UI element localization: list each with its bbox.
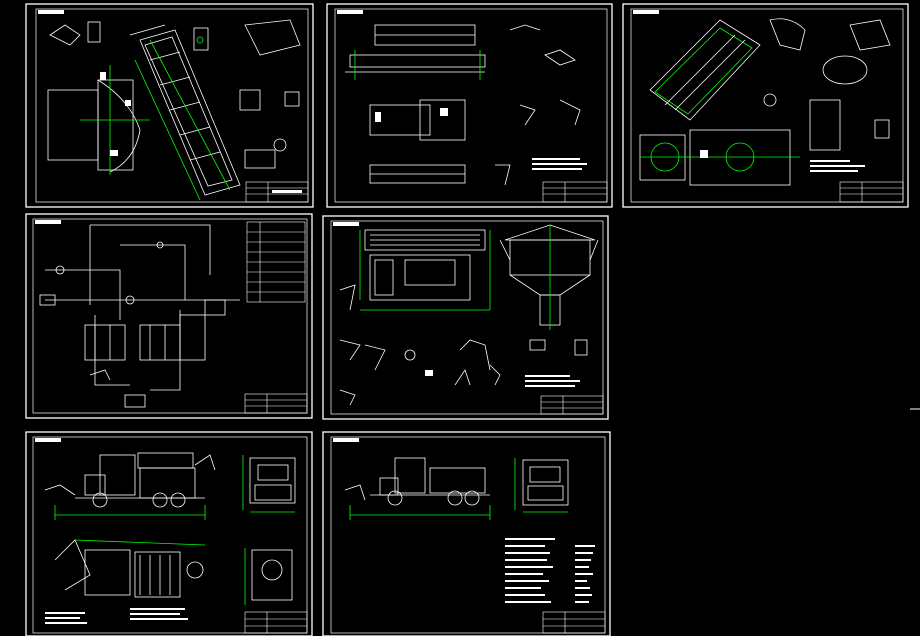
technical-notes	[532, 158, 587, 170]
hydraulic-schematic	[39, 224, 240, 408]
detail-views	[49, 19, 301, 169]
tipper-body-drawing	[129, 24, 241, 201]
technical-notes	[45, 608, 188, 624]
drawing-sheet-6[interactable]	[25, 431, 313, 636]
spreader-front-view	[499, 224, 599, 330]
vehicle-side-drawing	[344, 457, 491, 520]
title-block	[244, 611, 308, 634]
parts-table	[246, 221, 306, 303]
drawing-sheet-5[interactable]	[322, 215, 609, 420]
hopper-mechanism-drawing	[639, 18, 891, 186]
title-block	[244, 393, 308, 414]
hopper-section	[47, 65, 150, 175]
drawing-sheet-4[interactable]	[25, 213, 313, 419]
specifications-table	[505, 538, 595, 603]
vehicle-front-drawing	[514, 458, 569, 513]
title-block	[542, 181, 608, 203]
title-block	[245, 181, 309, 203]
detail-views	[339, 339, 588, 406]
title-block	[540, 395, 604, 415]
drawing-sheet-7[interactable]	[322, 431, 611, 636]
technical-notes	[525, 375, 580, 387]
vehicle-rear-drawing	[244, 548, 293, 605]
vehicle-front-drawing	[242, 455, 296, 513]
frame-drawing	[345, 24, 581, 186]
drawing-sheet-1[interactable]	[25, 3, 314, 208]
technical-notes	[810, 160, 865, 172]
drawing-sheet-2[interactable]	[326, 3, 613, 208]
drawing-sheet-3[interactable]	[622, 3, 909, 208]
vehicle-side-drawing	[44, 452, 216, 520]
spreader-side-view	[339, 229, 491, 311]
title-block	[542, 611, 606, 634]
vehicle-top-drawing	[54, 539, 206, 598]
title-block	[839, 181, 904, 203]
